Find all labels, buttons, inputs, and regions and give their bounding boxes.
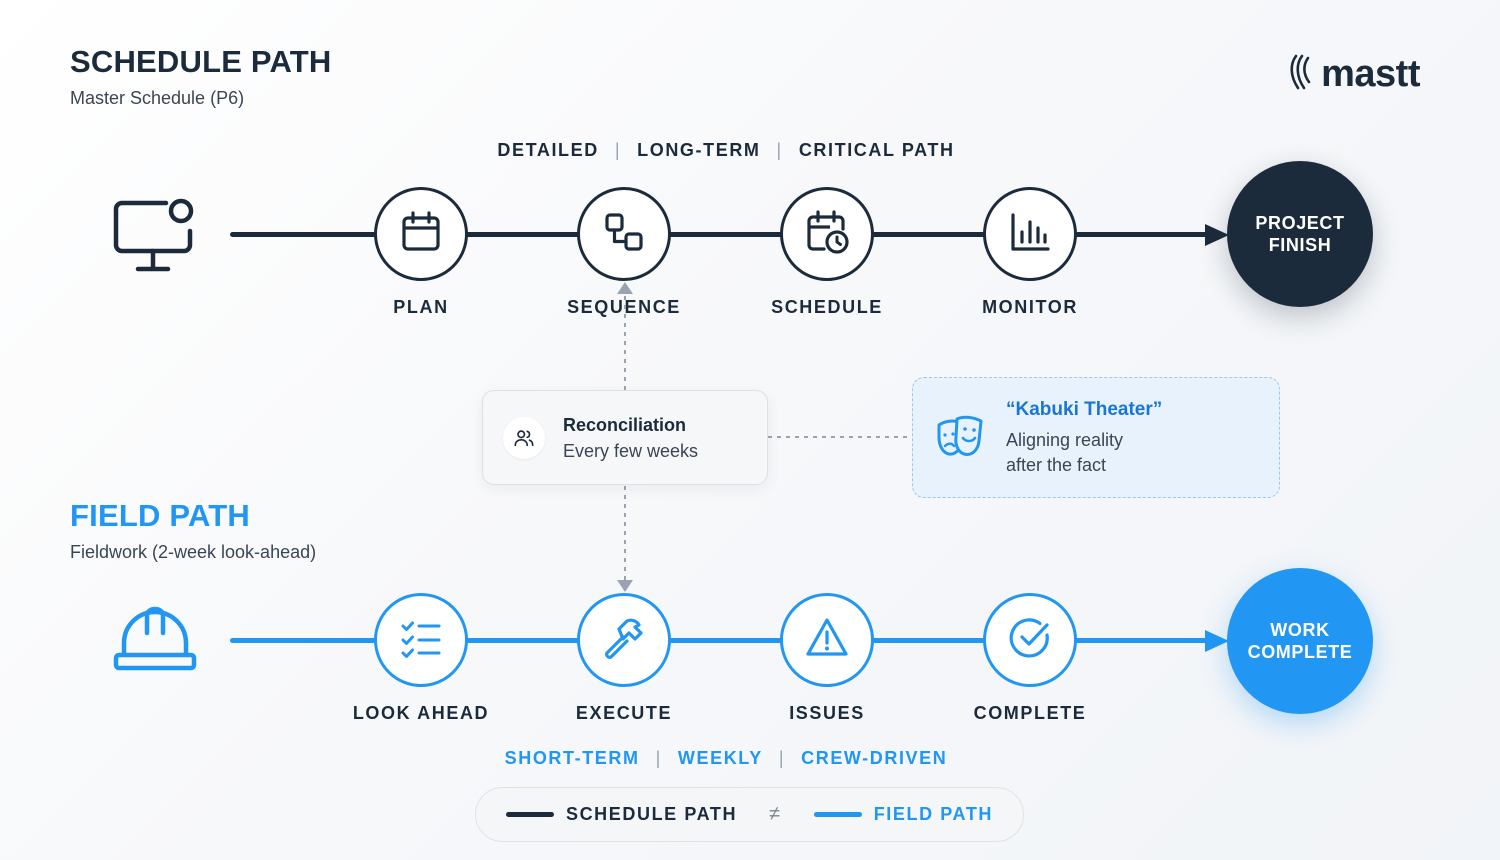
step-label-look-ahead: LOOK AHEAD [352, 703, 490, 723]
step-label-schedule: SCHEDULE [771, 297, 883, 317]
field-path-subtitle: Fieldwork (2-week look-ahead) [70, 542, 317, 562]
step-look-ahead [374, 593, 468, 687]
step-plan [374, 187, 468, 281]
hammer-icon [601, 615, 647, 666]
connector-arrow-up [617, 282, 633, 294]
reconciliation-card: Reconciliation Every few weeks [482, 390, 768, 485]
schedule-track-arrow [1205, 224, 1229, 251]
step-label-monitor: MONITOR [982, 297, 1078, 317]
step-label-execute: EXECUTE [575, 703, 673, 723]
step-label-sequence: SEQUENCE [567, 297, 681, 317]
step-schedule [780, 187, 874, 281]
legend-swatch-field [813, 812, 862, 817]
tag-separator: | [655, 748, 662, 768]
schedule-tag: DETAILED [497, 140, 599, 160]
step-label-issues: ISSUES [789, 703, 865, 723]
legend-field-label: FIELD PATH [873, 804, 994, 824]
bar-chart-icon [1008, 210, 1052, 259]
step-issues [780, 593, 874, 687]
kabuki-title: “Kabuki Theater” [1006, 399, 1163, 420]
hard-hat-icon [110, 603, 200, 678]
sequence-icon [602, 210, 646, 259]
connector-arrow-down [617, 580, 633, 592]
mastt-logo-icon [1287, 52, 1317, 97]
kabuki-line-2: after the fact [1006, 455, 1107, 475]
schedule-path-subtitle: Master Schedule (P6) [70, 88, 245, 108]
schedule-tag: CRITICAL PATH [798, 140, 955, 160]
warning-icon [804, 616, 850, 665]
step-complete [983, 593, 1077, 687]
step-label-plan: PLAN [393, 297, 449, 317]
not-equal-icon: ≠ [769, 803, 782, 825]
schedule-path-title: SCHEDULE PATH [70, 44, 332, 79]
field-tag: SHORT-TERM [504, 748, 640, 768]
project-finish-label: PROJECT FINISH [1255, 213, 1345, 255]
step-sequence [577, 187, 671, 281]
field-track-arrow [1205, 630, 1229, 657]
field-tag: WEEKLY [677, 748, 763, 768]
field-tag: CREW-DRIVEN [801, 748, 948, 768]
check-circle-icon [1007, 615, 1053, 666]
kabuki-description: Aligning reality after the fact [1006, 428, 1123, 478]
tag-separator: | [778, 748, 786, 768]
schedule-tags: DETAILED | LONG-TERM | CRITICAL PATH [0, 140, 1452, 161]
kabuki-theater-card: “Kabuki Theater” Aligning reality after … [912, 377, 1280, 498]
reconciliation-subtitle: Every few weeks [563, 441, 699, 461]
tag-separator: | [614, 140, 622, 160]
users-icon [503, 417, 545, 459]
work-complete-circle: WORK COMPLETE [1227, 568, 1373, 714]
reconciliation-title: Reconciliation [563, 415, 687, 435]
schedule-track-line [230, 232, 1210, 237]
legend: SCHEDULE PATH ≠ FIELD PATH [475, 787, 1024, 842]
mastt-logo: mastt [1287, 52, 1420, 97]
legend-schedule-label: SCHEDULE PATH [565, 804, 738, 824]
field-path-title: FIELD PATH [70, 498, 250, 533]
step-execute [577, 593, 671, 687]
mastt-logo-text: mastt [1321, 53, 1420, 95]
field-track-line [230, 638, 1210, 643]
work-complete-label: WORK COMPLETE [1247, 620, 1353, 662]
monitor-user-icon [108, 195, 200, 280]
kabuki-line-1: Aligning reality [1006, 430, 1124, 450]
theater-masks-icon [935, 411, 989, 472]
calendar-clock-icon [804, 209, 850, 260]
project-finish-circle: PROJECT FINISH [1227, 161, 1373, 307]
calendar-icon [399, 210, 443, 259]
field-tags: SHORT-TERM | WEEKLY | CREW-DRIVEN [0, 748, 1452, 769]
schedule-tag: LONG-TERM [637, 140, 761, 160]
checklist-icon [399, 616, 443, 665]
step-monitor [983, 187, 1077, 281]
step-label-complete: COMPLETE [973, 703, 1087, 723]
tag-separator: | [776, 140, 783, 160]
legend-swatch-schedule [505, 812, 554, 817]
